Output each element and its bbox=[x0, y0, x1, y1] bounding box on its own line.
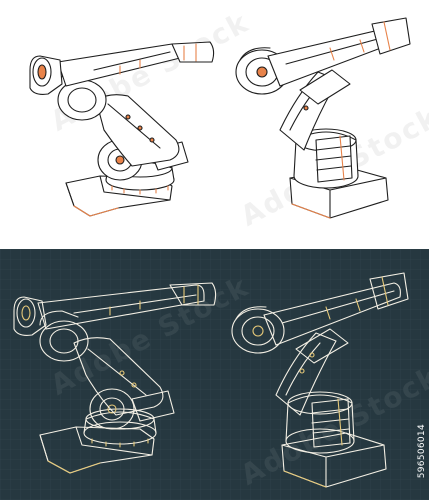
blueprint-grid bbox=[0, 249, 429, 500]
robot-arm-perspective-view-dark bbox=[231, 272, 409, 488]
stock-id: 596506014 bbox=[417, 423, 427, 478]
dark-panel: Adobe Stock Adobe Stock bbox=[0, 249, 429, 500]
light-panel: Adobe Stock Adobe Stock bbox=[0, 0, 429, 249]
robot-arm-side-view-light bbox=[29, 41, 215, 217]
robot-arm-perspective-view-light bbox=[235, 17, 411, 219]
light-drawing bbox=[29, 17, 411, 219]
robot-arm-side-view-dark bbox=[13, 282, 217, 474]
dark-drawing bbox=[0, 249, 429, 500]
